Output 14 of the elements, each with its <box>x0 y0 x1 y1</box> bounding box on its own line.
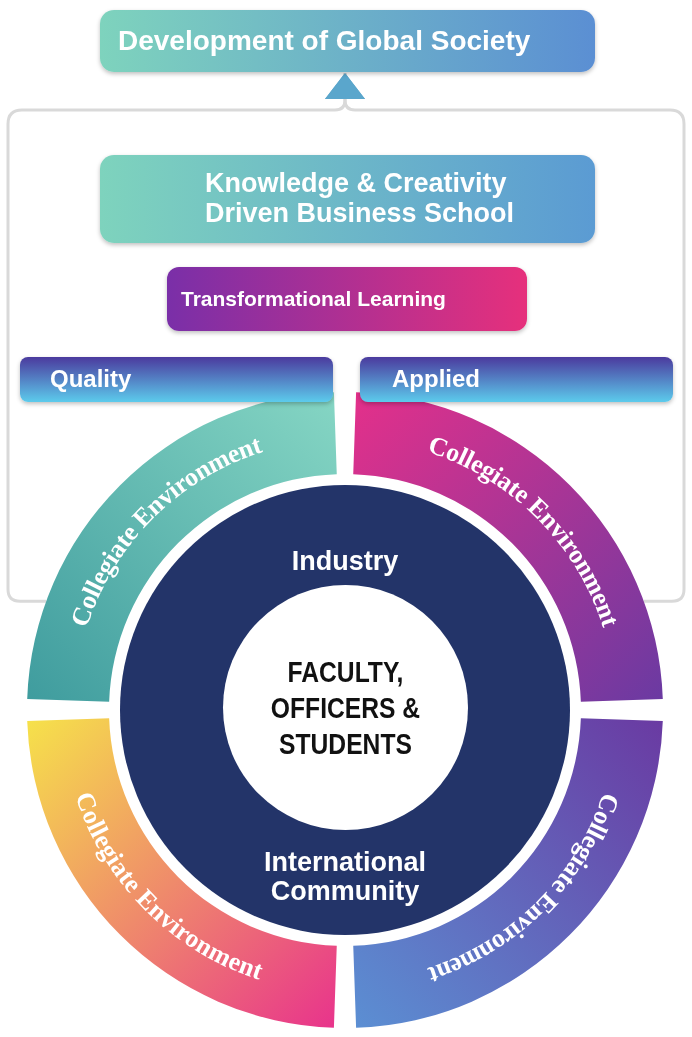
box-label: Knowledge & Creativity Driven Business School <box>205 169 516 229</box>
banner-box <box>100 10 595 72</box>
banner-box <box>360 357 673 402</box>
ring-label: International Community <box>263 847 427 907</box>
banner-box <box>167 267 527 331</box>
center-label: FACULTY, OFFICERS & STUDENTS <box>269 654 422 762</box>
arrow <box>325 73 686 603</box>
box-label: Development of Global Society <box>118 25 531 57</box>
ring-label: Industry <box>290 547 400 577</box>
banner-box <box>20 357 333 402</box>
banner-box <box>100 155 595 243</box>
box-label: Transformational Learning <box>181 287 446 311</box>
box-label: Applied <box>392 366 480 393</box>
box-label: Quality <box>50 366 132 393</box>
